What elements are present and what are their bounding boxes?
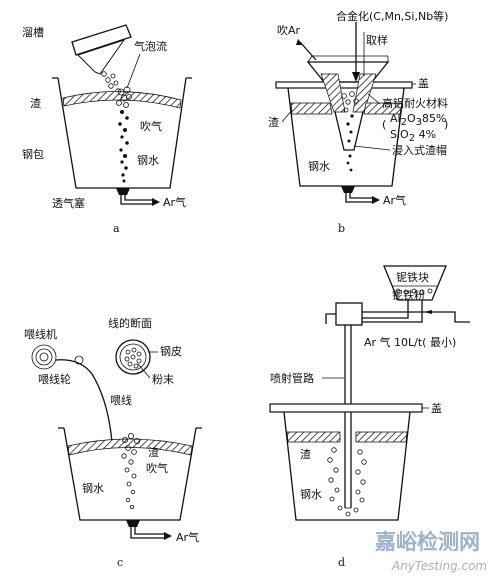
snorkel-cap	[306, 55, 390, 151]
chute	[71, 24, 132, 75]
slag-layer	[286, 431, 341, 443]
label-slag: 渣	[300, 447, 311, 461]
injector-box	[335, 302, 363, 326]
slag-layer	[290, 102, 333, 115]
label-ar-flow: Ar 气 10L/t( 最小)	[364, 335, 456, 349]
ar-supply-line	[362, 311, 470, 323]
label-feed-wheel: 喂线轮	[38, 372, 71, 386]
feed-wire	[55, 359, 113, 443]
label-sio2: SiO2 4%	[390, 128, 436, 144]
label-lid: 盖	[431, 401, 442, 415]
panel-c: 线的断面 喂线机 钢皮 喂线轮 粉末 喂线 渣 吹气 钢水 Ar气 c	[24, 316, 202, 569]
label-snorkel: 浸入式渣帽	[392, 143, 447, 157]
svg-text:): )	[444, 118, 448, 131]
label-wire-section: 线的断面	[108, 316, 152, 330]
label-plug: 透气塞	[52, 196, 85, 210]
label-nb-lump: 铌铁块	[396, 270, 429, 284]
label-steel-sheath: 钢皮	[160, 345, 182, 358]
ladle-d	[269, 403, 423, 521]
caption-d: d	[338, 556, 345, 569]
label-steel: 钢水	[82, 482, 104, 495]
label-powder: 粉末	[152, 372, 174, 386]
label-ladle: 钢包	[22, 148, 44, 161]
panel-d: 铌铁块 铌铁粉 Ar 气 10L/t( 最小) 喷射管路 盖 渣 钢水 d	[269, 265, 470, 569]
label-blow-ar: 吹Ar	[277, 24, 301, 37]
injection-lance	[344, 325, 352, 509]
label-wire: 喂线	[110, 393, 132, 407]
panel-b: 吹Ar 合金化(C,Mn,Si,Nb等) 取样 盖 高铝耐火材料 Al2O385…	[268, 9, 448, 235]
wire-cross-section	[115, 339, 151, 375]
label-chute: 溜槽	[22, 25, 44, 39]
bubble-plume	[116, 86, 132, 183]
label-ar: Ar气	[383, 193, 406, 207]
caption-b: b	[338, 222, 345, 235]
feed-hopper	[383, 265, 447, 312]
label-slag: 渣	[30, 96, 41, 110]
label-ar: Ar气	[163, 195, 186, 209]
bubble-plume-d	[327, 447, 367, 517]
caption-c: c	[117, 556, 123, 569]
label-lid: 盖	[418, 76, 429, 90]
svg-text:(: (	[382, 118, 386, 131]
watermark: 嘉峪检测网 AnyTesting.com	[375, 530, 487, 573]
watermark-sub: AnyTesting.com	[391, 559, 487, 573]
label-bubble-flow: 气泡流	[134, 39, 167, 53]
blow-ar-arrow	[296, 39, 317, 61]
porous-plug	[116, 188, 160, 206]
label-ar: Ar气	[176, 530, 199, 544]
label-refractory: 高铝耐火材料	[382, 96, 448, 110]
label-slag: 渣	[148, 445, 159, 459]
label-nb-powder: 铌铁粉	[392, 288, 425, 302]
slag-layer	[62, 91, 182, 109]
label-al2o3: Al2O385%	[390, 112, 446, 128]
wire-coil	[31, 344, 57, 370]
panel-a: 溜槽 气泡流 渣 吹气 钢包 钢水 透气塞 Ar气 a	[22, 24, 192, 235]
label-blowing: 吹气	[146, 461, 168, 475]
porous-plug-b	[341, 186, 380, 204]
porous-plug-c	[126, 520, 172, 540]
label-slag: 渣	[268, 115, 279, 129]
bubble-plume-c	[121, 432, 140, 509]
snorkel-bubbles	[341, 91, 359, 172]
label-steel: 钢水	[300, 488, 322, 501]
watermark-main: 嘉峪检测网	[375, 530, 480, 554]
slag-layer-right	[363, 102, 403, 115]
label-blowing: 吹气	[140, 119, 162, 133]
caption-a: a	[113, 222, 120, 235]
label-lance: 喷射管路	[270, 371, 314, 385]
label-wire-feeder: 喂线机	[24, 327, 57, 341]
label-sampling: 取样	[366, 33, 388, 47]
label-steel: 钢水	[137, 154, 159, 167]
label-steel: 钢水	[308, 160, 330, 173]
label-alloying: 合金化(C,Mn,Si,Nb等)	[336, 9, 448, 23]
slag-layer-right	[355, 431, 408, 443]
alloying-arrow	[352, 22, 365, 82]
